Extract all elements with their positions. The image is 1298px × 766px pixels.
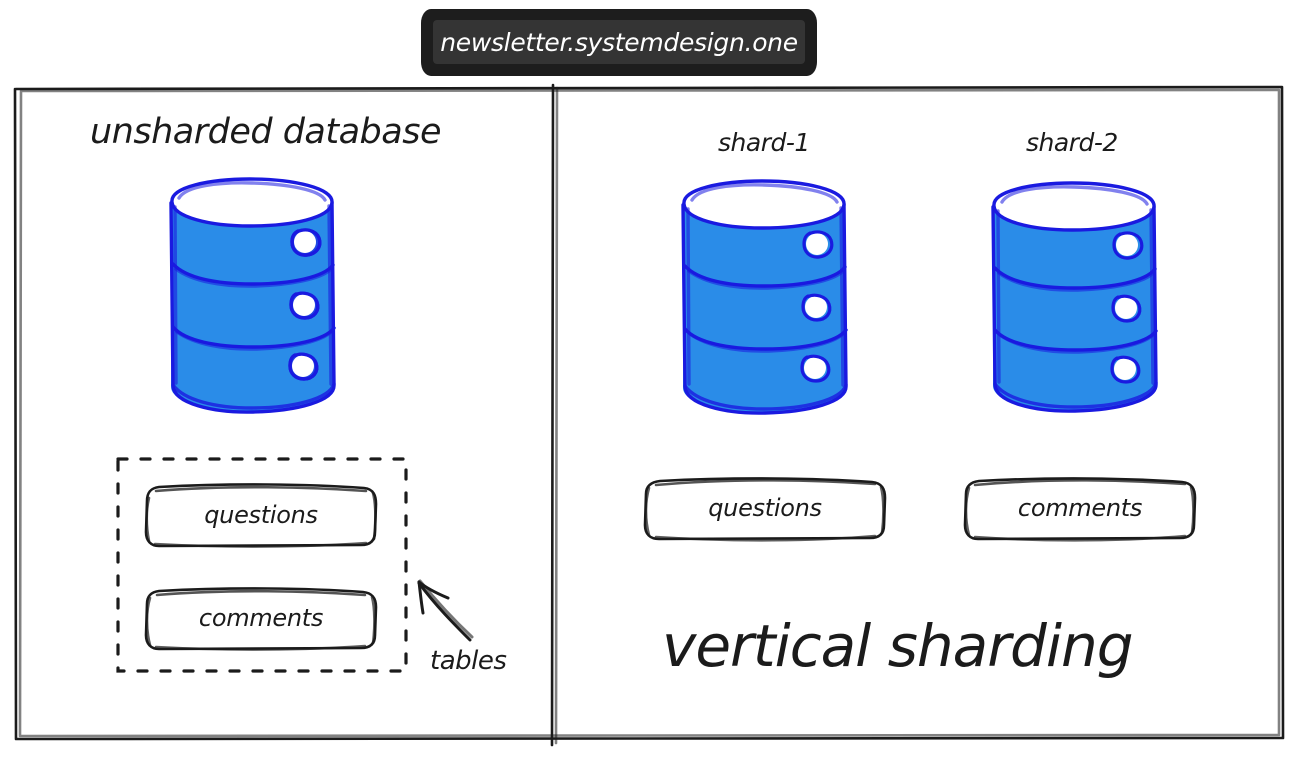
database-icon-shard-2 [980,172,1180,422]
left-panel-title: unsharded database [90,112,441,152]
tables-group-outline [116,457,408,673]
table-box-label: questions [204,500,318,529]
table-box-questions-left[interactable]: questions [142,482,380,550]
right-panel-title: vertical sharding [662,612,1134,680]
url-banner-inner [433,20,805,64]
url-banner: newsletter.systemdesign.one [421,9,817,76]
database-icon-shard-1 [672,172,872,422]
tables-annotation-arrow [417,579,474,642]
table-box-comments-shard-2[interactable]: comments [961,475,1199,543]
url-banner-text: newsletter.systemdesign.one [440,27,798,57]
table-box-comments-left[interactable]: comments [142,585,380,653]
tables-annotation-label: tables [430,646,507,676]
database-icon-unsharded [152,172,367,422]
table-box-label: comments [198,603,324,632]
shard-1-label: shard-1 [718,128,810,157]
table-box-questions-shard-1[interactable]: questions [641,475,889,543]
table-box-label: comments [1017,493,1143,522]
shard-2-label: shard-2 [1026,128,1118,157]
table-box-label: questions [708,493,822,522]
